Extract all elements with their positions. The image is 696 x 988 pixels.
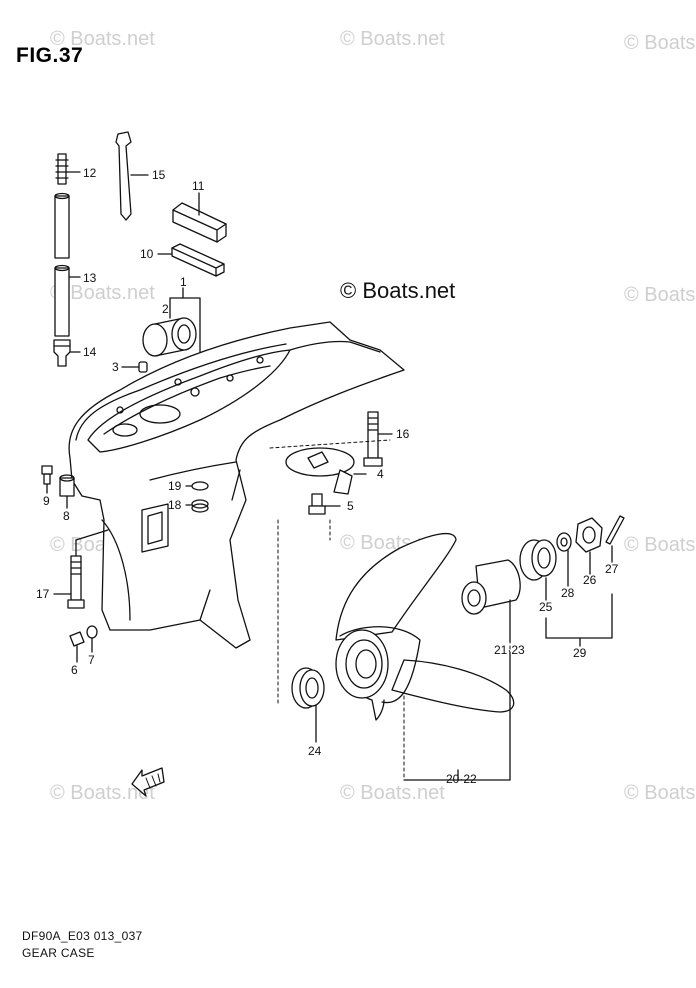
callout-3: 3 [112,360,119,374]
watermark-main: © Boats.net [340,278,456,303]
part-8-grommet [59,474,75,497]
callout-9: 9 [43,494,50,508]
callout-25: 25 [539,600,553,614]
part-20-22-propeller [335,532,515,721]
watermark-faint: © Boats.net [50,282,155,304]
part-25-spacer [519,539,557,581]
gear-case-housing [68,321,405,649]
part-11-block [172,202,227,243]
fwd-arrow-icon [131,767,165,797]
callout-21-23: 21·23 [494,643,525,657]
callout-20-22: 20·22 [446,772,477,786]
callout-26: 26 [583,573,597,587]
callout-15: 15 [152,168,166,182]
figure-title: FIG.37 [16,44,84,67]
callout-5: 5 [347,499,354,513]
callout-29: 29 [573,646,587,660]
watermark-faint: © Boats.net [624,534,696,556]
callout-14: 14 [83,345,97,359]
part-15-rod [115,131,132,221]
callout-17: 17 [36,587,50,601]
callout-1: 1 [180,275,187,289]
callout-2: 2 [162,302,169,316]
watermark-faint: © Boats.net [340,782,445,804]
part-4-trim-tab [285,447,355,495]
part-2-bearing [142,317,197,357]
callout-6: 6 [71,663,78,677]
callout-18: 18 [168,498,182,512]
callout-19: 19 [168,479,182,493]
watermark-faint: © Boats.net [340,28,445,50]
part-3-pin [138,361,148,373]
watermark-faint: © Boats.net [624,284,696,306]
callout-28: 28 [561,586,575,600]
callout-12: 12 [83,166,97,180]
watermark-faint: © Boats.net [624,32,696,54]
callout-8: 8 [63,509,70,523]
callout-27: 27 [605,562,619,576]
part-12-fitting [55,153,69,185]
part-16-bolt [363,411,383,467]
callout-7: 7 [88,653,95,667]
part-24-thrust-washer [291,667,325,709]
figure-code: DF90A_E03 013_037 [22,929,143,943]
part-28-washer [556,532,572,552]
part-6-bolt [69,631,85,647]
part-7-washer [86,625,98,639]
part-5-bolt [308,493,326,515]
part-18-spacer [191,499,209,513]
callout-4: 4 [377,467,384,481]
callout-10: 10 [140,247,154,261]
callout-16: 16 [396,427,410,441]
callout-13: 13 [83,271,97,285]
part-13-tube [54,192,70,337]
figure-caption: GEAR CASE [22,946,95,960]
watermark-faint: © Boats.net [624,782,696,804]
part-10-shim [171,243,225,277]
watermark-faint: © Boats.net [50,782,155,804]
callout-24: 24 [308,744,322,758]
part-17-bolt [67,555,85,609]
part-14-grommet [53,339,71,367]
part-9-bolt [41,465,53,485]
part-26-nut [575,517,603,553]
watermark-faint: © Boats.net [50,28,155,50]
part-21-23-bushing [461,559,521,615]
callout-11: 11 [192,179,205,193]
part-27-cotter-pin [605,515,625,545]
